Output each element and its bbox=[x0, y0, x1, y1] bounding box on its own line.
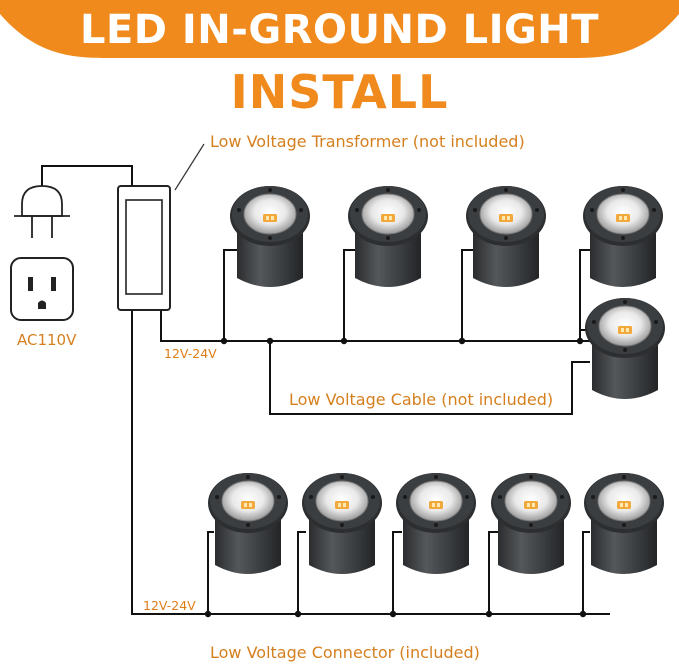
in-ground-light-icon bbox=[465, 185, 547, 288]
in-ground-light-icon bbox=[395, 472, 477, 575]
connector-label: Low Voltage Connector (included) bbox=[210, 643, 480, 662]
in-ground-light-icon bbox=[584, 297, 666, 400]
in-ground-light-icon bbox=[229, 185, 311, 288]
plug-icon bbox=[14, 185, 70, 238]
voltage-label-bottom: 12V-24V bbox=[143, 598, 196, 613]
cable-label: Low Voltage Cable (not included) bbox=[289, 390, 554, 409]
junction-dots bbox=[204, 337, 587, 618]
transformer-icon bbox=[117, 185, 171, 311]
wires bbox=[41, 143, 610, 615]
banner-title: LED IN-GROUND LIGHT bbox=[79, 7, 600, 53]
header-banner: LED IN-GROUND LIGHT bbox=[0, 0, 679, 62]
in-ground-light-icon bbox=[583, 472, 665, 575]
page-subtitle: INSTALL bbox=[230, 65, 449, 119]
banner-shape bbox=[0, 0, 679, 59]
in-ground-light-icon bbox=[301, 472, 383, 575]
in-ground-light-icon bbox=[490, 472, 572, 575]
in-ground-light-icon bbox=[582, 185, 664, 288]
in-ground-light-icon bbox=[207, 472, 289, 575]
power-label: AC110V bbox=[17, 331, 77, 349]
voltage-label-top: 12V-24V bbox=[164, 346, 217, 361]
outlet-icon bbox=[10, 257, 74, 321]
bottom-lights bbox=[207, 472, 665, 575]
transformer-label: Low Voltage Transformer (not included) bbox=[210, 132, 525, 151]
top-lights bbox=[229, 185, 666, 400]
in-ground-light-icon bbox=[347, 185, 429, 288]
